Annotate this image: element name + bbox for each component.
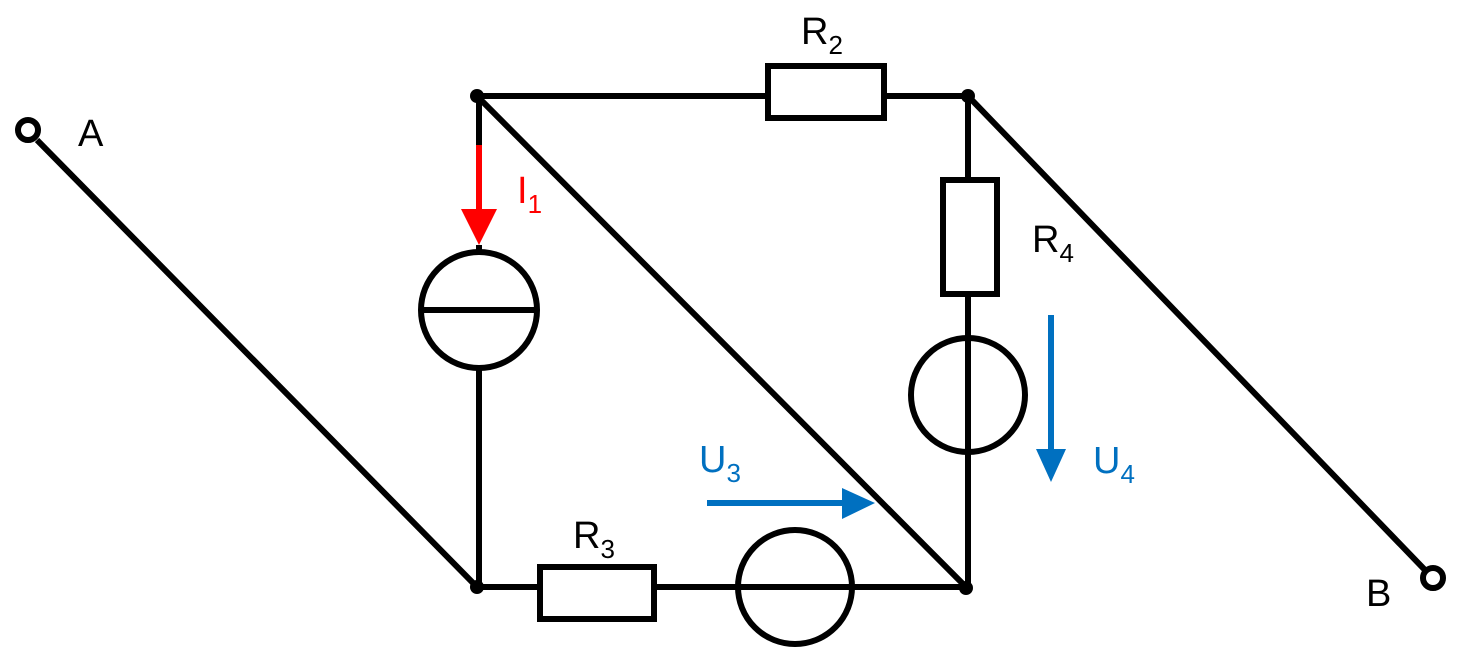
resistor-r4-label: R4 (1032, 219, 1074, 268)
resistor-r2-icon[interactable] (765, 63, 887, 121)
nodes (470, 89, 975, 595)
resistor-r4-icon[interactable] (940, 177, 1000, 297)
voltage-arrow-u3 (707, 488, 875, 519)
terminal-b-label: B (1366, 573, 1391, 615)
terminal-a-icon[interactable] (15, 117, 41, 143)
resistor-r2-label: R2 (801, 11, 843, 60)
node-top-right (961, 89, 975, 103)
current-i1-label: I1 (517, 170, 542, 219)
voltage-u4-label: U4 (1093, 440, 1135, 489)
node-bottom-left (470, 580, 484, 594)
resistor-r3-label: R3 (573, 515, 615, 564)
terminal-a-label: A (78, 113, 104, 155)
node-top-left (470, 89, 484, 103)
wire-diagonal-middle (474, 93, 969, 590)
voltage-source-u4-icon[interactable] (908, 335, 1028, 455)
voltage-u3-label: U3 (699, 439, 741, 488)
wire-a-lead (34, 137, 480, 590)
resistor-r3-icon[interactable] (537, 564, 657, 622)
terminal-b-icon[interactable] (1420, 565, 1446, 591)
wire-b-lead (965, 93, 1428, 573)
node-bottom-right (959, 581, 973, 595)
wires (34, 93, 1428, 590)
current-arrow-i1 (461, 145, 497, 252)
voltage-arrow-u4 (1036, 315, 1066, 482)
current-source-i1-icon[interactable] (418, 249, 540, 371)
voltage-source-u3-icon[interactable] (735, 527, 855, 647)
